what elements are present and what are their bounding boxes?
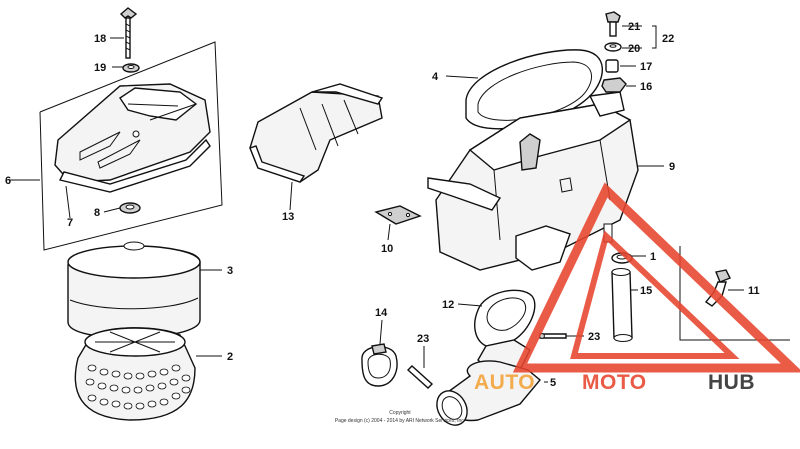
callout-6: 6 [5,175,11,187]
screw-left [406,365,434,389]
holder-perforations [85,364,191,410]
callout-8: 8 [94,207,100,219]
watermark-logo: AUTO MOTO HUB [474,182,800,394]
grommet [119,202,141,214]
callout-10: 10 [381,243,393,255]
cover-gasket [58,138,211,193]
callout-12: 12 [442,299,454,311]
callout-13: 13 [282,211,294,223]
wing-bolt [119,7,138,59]
air-cleaner-element [67,241,201,339]
callout-19: 19 [94,62,106,74]
callout-3: 3 [227,265,233,277]
watermark-auto: AUTO [474,371,535,394]
callout-23-left: 23 [417,333,429,345]
watermark-moto: MOTO [582,371,647,394]
callout-5: 5 [550,377,556,389]
elbow-duct [436,360,541,426]
callout-2: 2 [227,351,233,363]
callout-4: 4 [432,71,439,83]
watermark-wordmark: AUTO MOTO HUB [474,371,755,394]
callout-20: 20 [628,43,640,55]
screw-right [539,333,567,339]
hose-band [361,343,398,387]
watermark-hub: HUB [708,371,755,394]
breather-bracket-line [679,246,790,341]
callout-21: 21 [628,21,640,33]
copyright-line-1: Copyright [389,410,411,416]
copyright-line-2: Page design (c) 2004 - 2014 by ARI Netwo… [335,418,465,424]
callout-18: 18 [94,33,106,45]
callout-16: 16 [640,81,652,93]
intake-duct [249,83,384,183]
callout-14: 14 [375,307,388,319]
callout-22: 22 [662,33,674,45]
element-holder [74,327,196,421]
callout-11: 11 [748,285,760,297]
callout-labels: 18 19 6 7 8 3 2 13 10 4 9 21 20 22 17 16… [5,21,760,389]
mounting-plate [374,205,422,225]
callout-7: 7 [67,217,73,229]
callout-17: 17 [640,61,652,73]
callout-23-right: 23 [588,331,600,343]
callout-1: 1 [650,251,656,263]
seal-washer [122,63,140,73]
bolt-washer-stack [601,11,627,93]
copyright-footer: Copyright Page design (c) 2004 - 2014 by… [335,410,465,424]
callout-9: 9 [669,161,675,173]
callout-15: 15 [640,285,652,297]
drain-tube [611,268,633,342]
